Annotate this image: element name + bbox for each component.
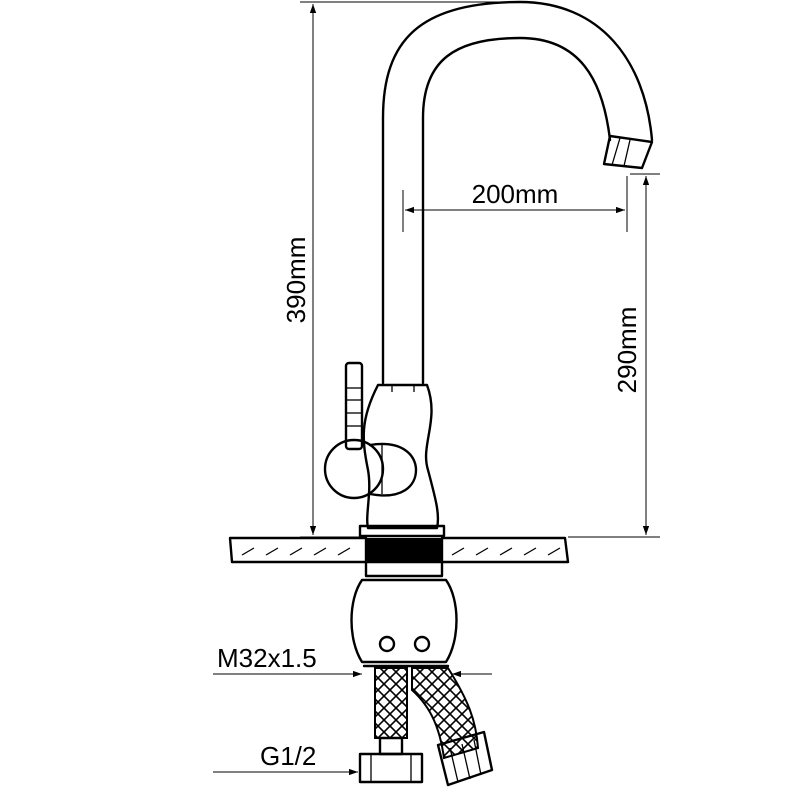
dimension-hose-thread: G1/2	[213, 741, 358, 776]
mounting-shank	[350, 560, 458, 668]
dimension-overall-height: 390mm	[281, 1, 515, 538]
faucet-handle	[323, 361, 418, 500]
dimension-mount-thread: M32x1.5	[213, 643, 492, 678]
overall-height-label: 390mm	[281, 237, 311, 324]
spout-height-label: 290mm	[612, 307, 642, 394]
countertop	[228, 536, 570, 564]
hose-thread-label: G1/2	[260, 741, 316, 771]
braided-hoses	[358, 667, 494, 787]
dimension-spout-height: 290mm	[568, 173, 660, 538]
faucet-body	[358, 383, 446, 538]
dimension-spout-reach: 200mm	[402, 176, 628, 232]
mount-thread-label: M32x1.5	[217, 643, 317, 673]
spout-reach-label: 200mm	[472, 179, 559, 209]
faucet-spout	[381, 0, 654, 385]
